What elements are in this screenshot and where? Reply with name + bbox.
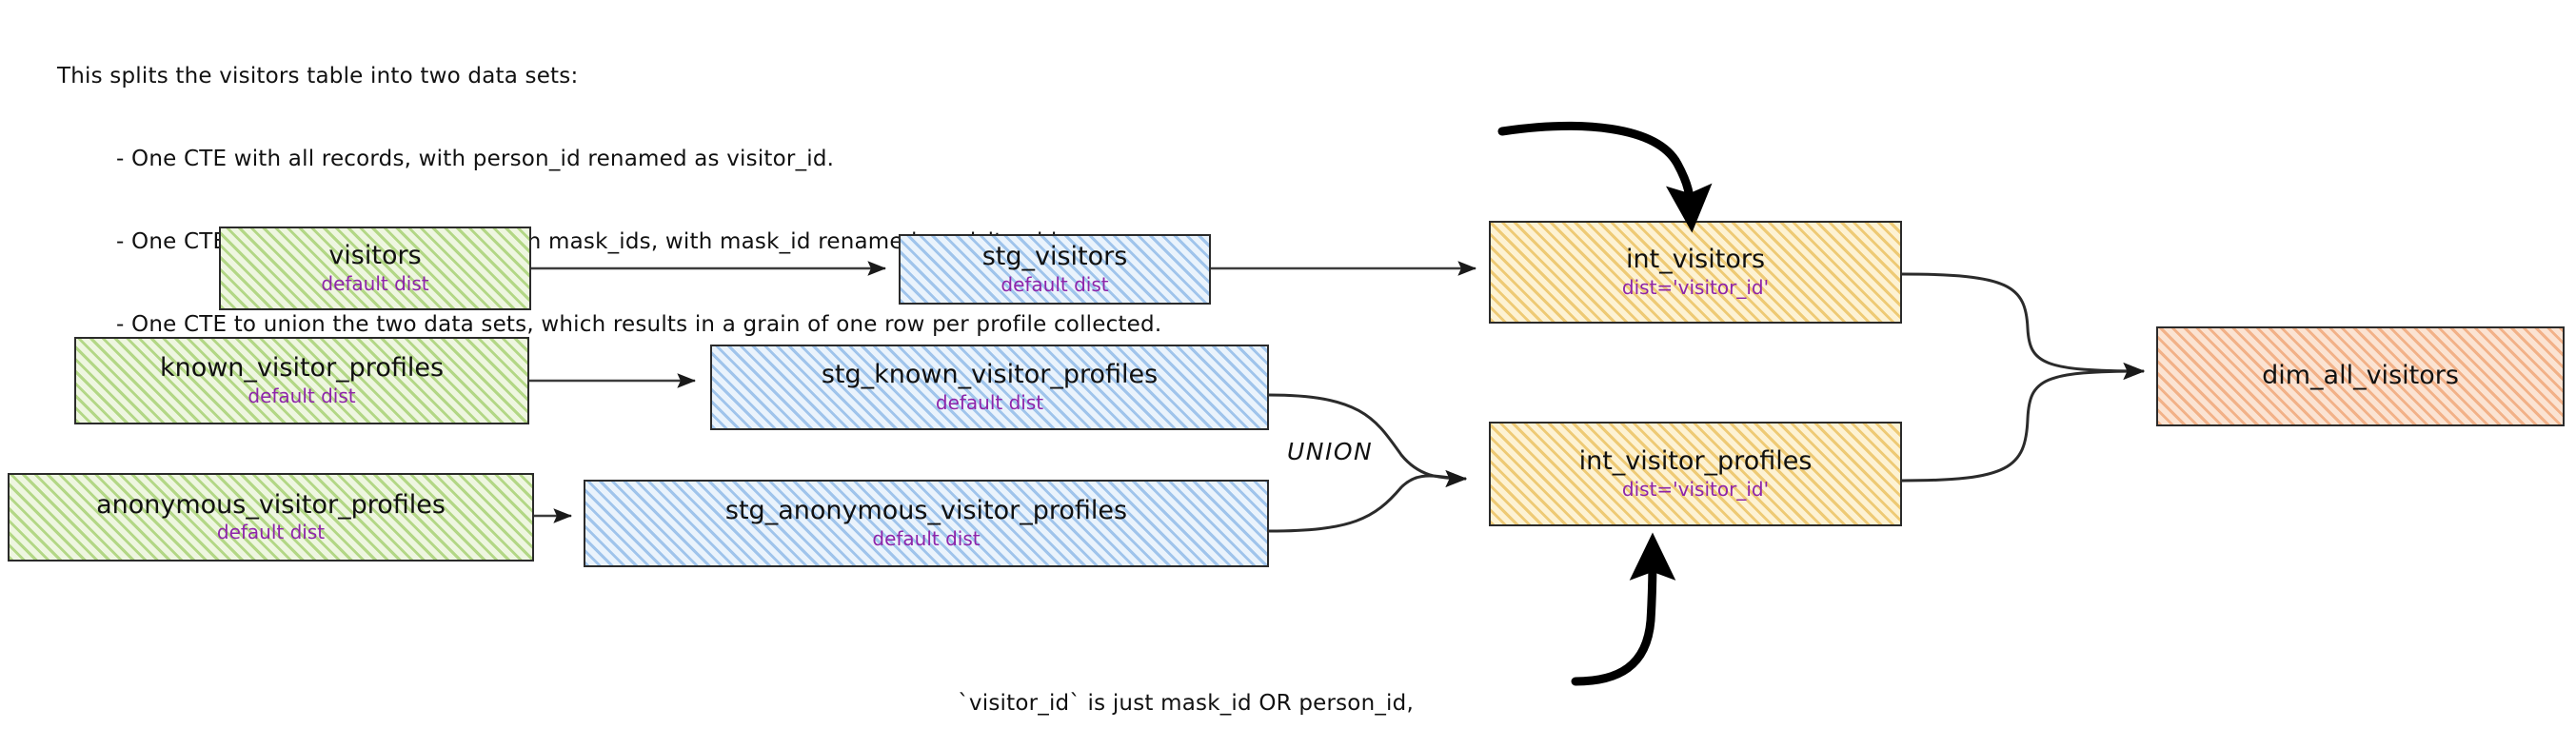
node-anonymous-visitor-profiles[interactable]: anonymous_visitor_profiles default dist	[8, 473, 534, 562]
node-int-visitors[interactable]: int_visitors dist='visitor_id'	[1489, 221, 1902, 324]
node-anonymous-visitor-profiles-name: anonymous_visitor_profiles	[96, 489, 446, 520]
union-label: UNION	[1287, 438, 1374, 465]
top-annotation-line-2: - One CTE with all records, with person_…	[116, 147, 835, 171]
node-int-visitors-dist: dist='visitor_id'	[1621, 275, 1770, 299]
node-visitors[interactable]: visitors default dist	[219, 227, 531, 310]
node-int-visitor-profiles[interactable]: int_visitor_profiles dist='visitor_id'	[1489, 422, 1902, 526]
top-annotation-line-4: - One CTE to union the two data sets, wh…	[116, 312, 1162, 337]
node-stg-anonymous-visitor-profiles-name: stg_anonymous_visitor_profiles	[724, 496, 1128, 526]
node-stg-known-visitor-profiles-name: stg_known_visitor_profiles	[821, 360, 1159, 390]
bottom-annotation-line-1: `visitor_id` is just mask_id OR person_i…	[958, 691, 1414, 716]
node-stg-known-visitor-profiles-dist: default dist	[935, 390, 1044, 414]
node-visitors-name: visitors	[328, 241, 422, 271]
node-known-visitor-profiles-dist: default dist	[248, 384, 356, 407]
node-stg-visitors-dist: default dist	[1001, 272, 1109, 296]
node-int-visitors-name: int_visitors	[1625, 245, 1766, 275]
edge-stg-anonymous-to-int-visitor-profiles	[1268, 469, 1468, 533]
node-int-visitor-profiles-name: int_visitor_profiles	[1578, 446, 1813, 477]
node-anonymous-visitor-profiles-dist: default dist	[216, 521, 326, 544]
node-stg-anonymous-visitor-profiles-dist: default dist	[872, 526, 981, 550]
node-known-visitor-profiles-name: known_visitor_profiles	[159, 353, 445, 384]
node-dim-all-visitors[interactable]: dim_all_visitors	[2156, 326, 2565, 426]
top-annotation-line-1: This splits the visitors table into two …	[57, 64, 579, 89]
node-stg-known-visitor-profiles[interactable]: stg_known_visitor_profiles default dist	[710, 345, 1269, 430]
edge-int-visitor-profiles-to-dim-all-visitors	[1901, 363, 2146, 483]
annotation-arrow-top	[1497, 122, 1713, 233]
node-known-visitor-profiles[interactable]: known_visitor_profiles default dist	[74, 337, 529, 424]
node-stg-anonymous-visitor-profiles[interactable]: stg_anonymous_visitor_profiles default d…	[584, 480, 1269, 567]
edge-int-visitors-to-dim-all-visitors	[1901, 272, 2146, 380]
bottom-annotation-text: `visitor_id` is just mask_id OR person_i…	[928, 632, 1443, 749]
node-int-visitor-profiles-dist: dist='visitor_id'	[1621, 477, 1770, 501]
node-visitors-dist: default dist	[321, 271, 429, 295]
node-stg-visitors-name: stg_visitors	[981, 242, 1128, 272]
node-dim-all-visitors-name: dim_all_visitors	[2262, 361, 2459, 391]
annotation-arrow-bottom	[1571, 532, 1676, 686]
node-stg-visitors[interactable]: stg_visitors default dist	[899, 234, 1211, 305]
edge-stg-known-to-int-visitor-profiles	[1268, 393, 1468, 487]
